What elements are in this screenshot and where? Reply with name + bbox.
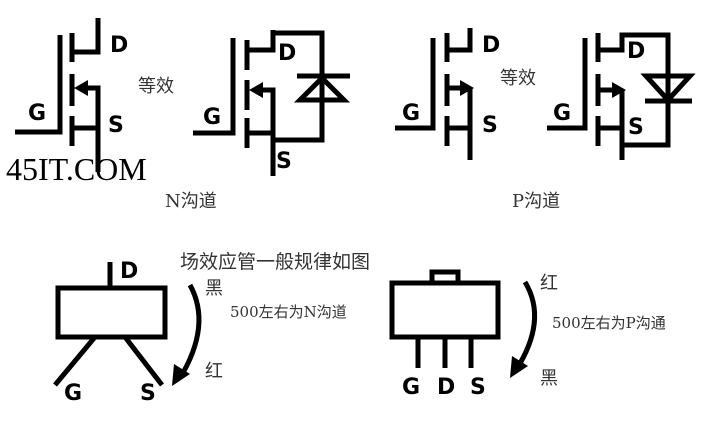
bottom-title: 场效应管一般规律如图 [180,251,370,273]
p-mosfet-with-diode-symbol: D G S [547,32,696,160]
drain-label: D [627,39,645,64]
watermark: 45IT.COM [6,151,147,187]
source-label: S [470,375,486,400]
equivalent-label: 等效 [500,68,536,89]
red-probe-label: 红 [205,361,223,382]
n-channel-package: D G S [53,259,168,406]
n-channel-label: N沟道 [165,191,217,212]
drain-label: D [482,33,500,58]
p-channel-measure-arrow [510,280,538,378]
gate-label: G [553,101,571,126]
gate-label: G [64,381,82,406]
drain-label: D [437,375,455,400]
gate-label: G [28,101,46,126]
p-mosfet-symbol: D G S [395,28,500,160]
n-channel-measure-arrow [172,283,202,386]
n-mosfet-with-diode-symbol: D G S [193,30,351,176]
p-channel-package: G D S [389,269,501,400]
n-mosfet-symbol: D G S [15,18,128,172]
source-label: S [628,115,644,140]
equivalent-label: 等效 [138,76,174,97]
red-probe-label: 红 [540,273,558,294]
source-label: S [276,149,292,174]
black-probe-label: 黑 [540,368,558,389]
drain-label: D [120,259,138,284]
black-probe-label: 黑 [205,278,223,299]
gate-label: G [402,101,420,126]
source-label: S [108,113,124,138]
gate-label: G [402,375,420,400]
drain-label: D [278,41,296,66]
source-label: S [140,381,156,406]
p-channel-note: 500左右为P沟通 [552,314,666,332]
drain-label: D [110,33,128,58]
gate-label: G [203,105,221,130]
source-label: S [482,113,498,138]
n-channel-note: 500左右为N沟道 [230,303,347,321]
p-channel-label: P沟道 [512,191,560,212]
